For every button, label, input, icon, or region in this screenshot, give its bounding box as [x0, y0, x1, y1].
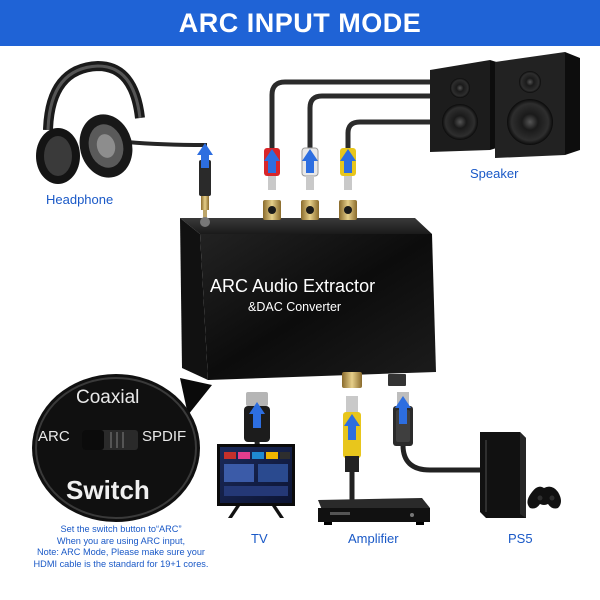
- signal-arrows: [197, 143, 411, 440]
- speaker-label: Speaker: [470, 166, 519, 181]
- amplifier-icon: [318, 498, 430, 525]
- switch-caption: Switch: [66, 475, 150, 505]
- headphone-label: Headphone: [46, 192, 114, 207]
- optical-cable: [400, 444, 500, 473]
- arc-extractor-device: [180, 200, 436, 388]
- rca-cables: [269, 79, 508, 153]
- headphone-plug: [199, 160, 211, 218]
- device-name: ARC Audio Extractor: [210, 276, 376, 296]
- note-line: Note: ARC Mode, Please make sure your: [36, 547, 205, 557]
- switch-label-coaxial: Coaxial: [76, 387, 140, 408]
- ps5-label: PS5: [508, 531, 533, 546]
- tv-icon: [217, 444, 295, 518]
- title-bar: ARC INPUT MODE: [0, 0, 600, 46]
- tv-label: TV: [251, 531, 268, 546]
- page-title: ARC INPUT MODE: [178, 7, 422, 38]
- arc-mode-note: Set the switch button to“ARC” When you a…: [6, 524, 236, 570]
- note-line: HDMI cable is the standard for 19+1 core…: [33, 558, 209, 569]
- switch-label-arc: ARC: [38, 428, 70, 445]
- headphone-icon: [36, 60, 145, 184]
- ps5-icon: [480, 432, 561, 518]
- device-subtitle: &DAC Converter: [248, 300, 342, 314]
- note-line: Set the switch button to“ARC”: [60, 524, 182, 534]
- speaker-icon: [430, 52, 580, 158]
- note-line: When you are using ARC input,: [56, 535, 186, 546]
- amplifier-label: Amplifier: [348, 531, 399, 546]
- switch-label-spdif: SPDIF: [142, 428, 187, 445]
- switch-callout: [32, 374, 212, 522]
